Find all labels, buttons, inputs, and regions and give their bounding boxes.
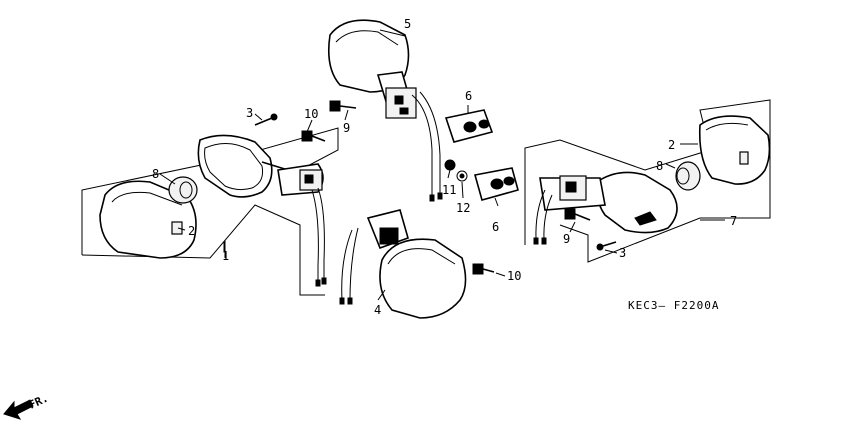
callout-12: 12 xyxy=(456,201,470,215)
front-label: FR. xyxy=(27,392,51,412)
callout-4: 4 xyxy=(374,303,381,317)
callout-3-left: 3 xyxy=(246,106,253,120)
assembly-left-winker xyxy=(81,113,339,296)
callout-2-left: 2 xyxy=(188,224,195,238)
grommets-and-washers xyxy=(444,109,519,201)
callout-11: 11 xyxy=(442,183,456,197)
callout-8-left: 8 xyxy=(152,167,159,181)
callout-7: 7 xyxy=(730,214,737,228)
assembly-top-winker xyxy=(327,19,443,202)
callout-3-right: 3 xyxy=(619,246,626,260)
callout-9-right: 9 xyxy=(563,232,570,246)
leader-lines xyxy=(159,29,725,301)
assembly-right-winker xyxy=(524,99,771,263)
callout-6-bottom: 6 xyxy=(492,220,499,234)
callouts: 1 2 2 3 3 4 5 6 6 7 8 8 9 9 10 10 11 12 xyxy=(152,17,737,317)
callout-8-right: 8 xyxy=(656,159,663,173)
front-direction-indicator: FR. xyxy=(3,392,51,420)
callout-2-right: 2 xyxy=(668,138,675,152)
assembly-center-winker xyxy=(339,209,495,319)
callout-6-top: 6 xyxy=(465,89,472,103)
front-arrow-icon xyxy=(3,399,34,420)
callout-5: 5 xyxy=(404,17,411,31)
drawing-code: KEC3– F2200A xyxy=(628,299,719,312)
callout-10-top: 10 xyxy=(304,107,318,121)
callout-1: 1 xyxy=(222,249,229,263)
callout-9-top: 9 xyxy=(343,121,350,135)
callout-10-bottom: 10 xyxy=(507,269,521,283)
